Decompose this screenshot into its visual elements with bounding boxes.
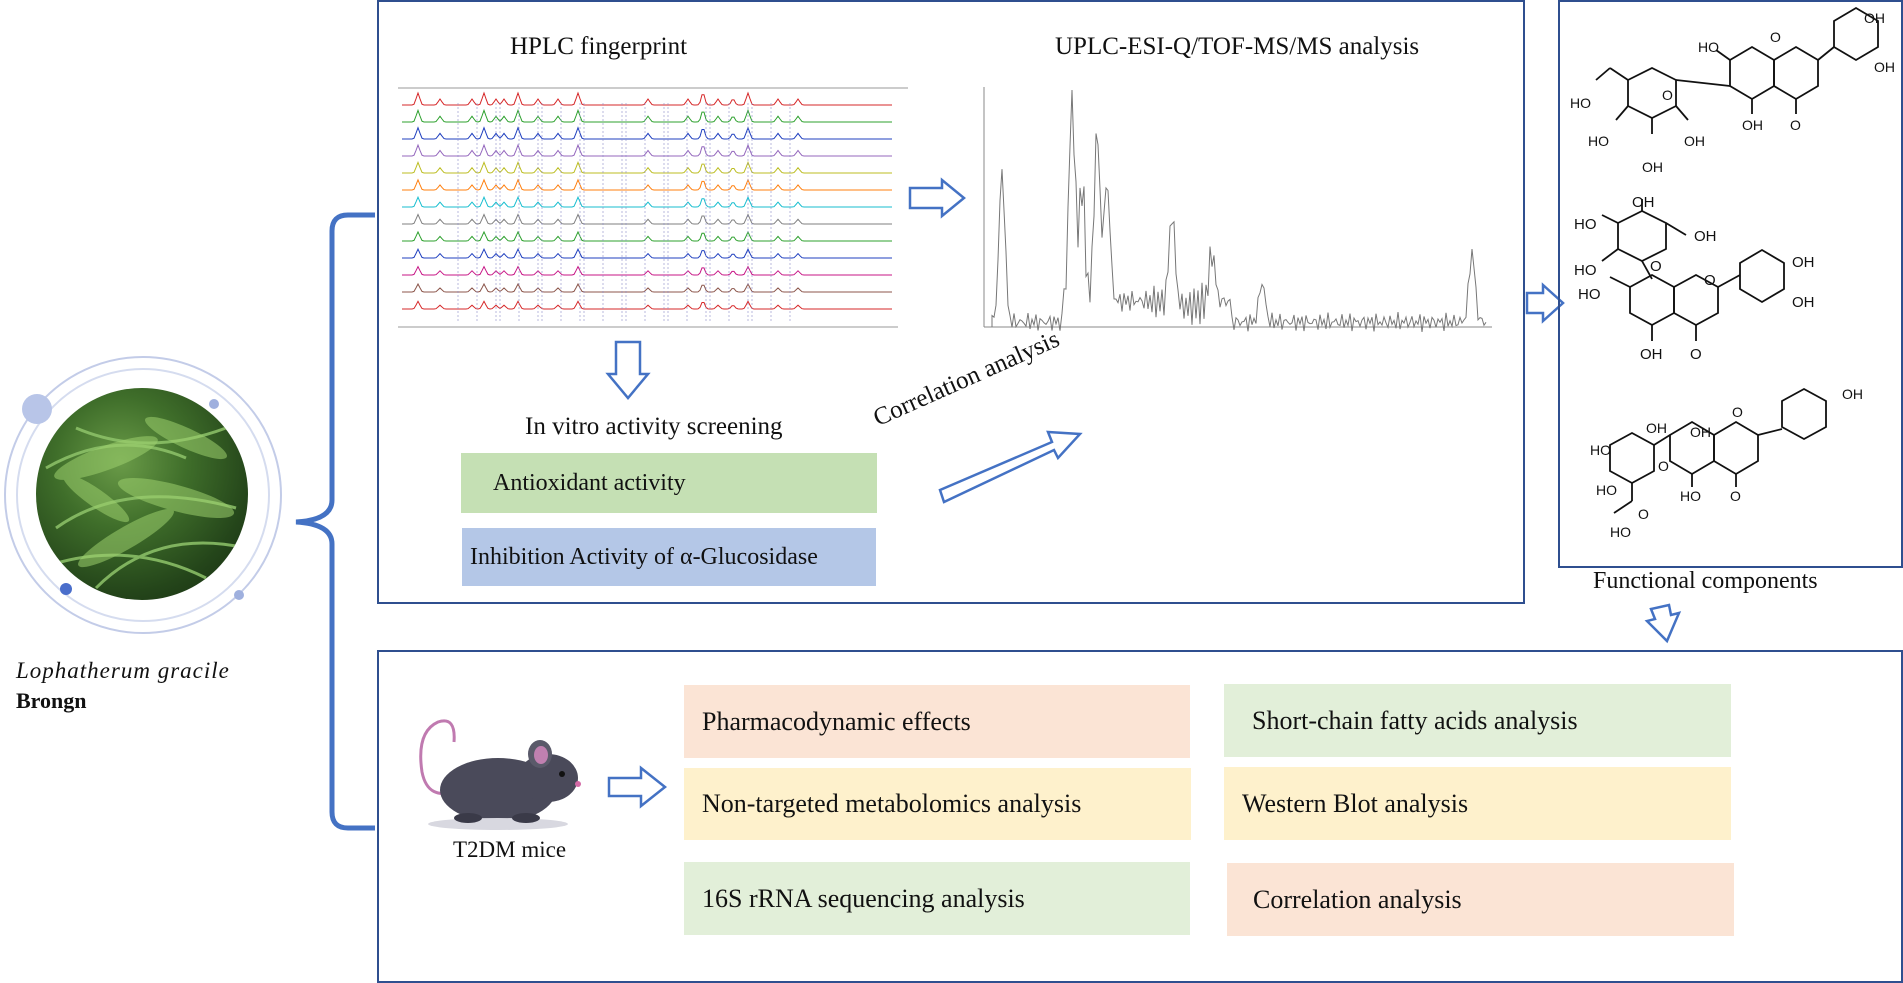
glucosidase-label: Inhibition Activity of α-Glucosidase — [470, 543, 818, 570]
s1-label-1: OH — [1874, 59, 1895, 75]
plant-name-italic: Lophatherum gracile — [16, 658, 230, 683]
analysis-pharmacodynamic: Pharmacodynamic effects — [684, 685, 1190, 758]
analysis-correlation: Correlation analysis — [1227, 863, 1734, 936]
s1-label-0: OH — [1864, 10, 1885, 26]
hplc-trace — [402, 282, 892, 293]
s3-label-5: O — [1732, 404, 1743, 420]
hplc-trace — [402, 108, 892, 123]
hplc-trace — [402, 91, 892, 106]
hplc-trace — [402, 195, 892, 208]
s2-label-10: O — [1690, 346, 1702, 363]
s3-label-8: O — [1730, 488, 1741, 504]
s1-label-9: O — [1790, 117, 1801, 133]
s3-label-2: HO — [1590, 442, 1611, 458]
s2-label-3: HO — [1574, 262, 1597, 279]
analysis-western-blot: Western Blot analysis — [1224, 767, 1731, 840]
screening-title: In vitro activity screening — [525, 413, 783, 440]
analysis-western-blot-label: Western Blot analysis — [1242, 788, 1469, 818]
analysis-16s-rrna-label: 16S rRNA sequencing analysis — [702, 883, 1025, 913]
s2-label-4: O — [1650, 258, 1662, 275]
functional-components-label: Functional components — [1593, 568, 1818, 594]
arrow-to-mice-study — [1644, 603, 1682, 644]
mouse-icon — [419, 719, 581, 830]
analysis-metabolomics-label: Non-targeted metabolomics analysis — [702, 789, 1082, 818]
s2-label-0: OH — [1632, 194, 1655, 211]
s2-label-2: OH — [1694, 228, 1717, 245]
chemical-structure-1: OH OH HO HO HO OH OH OH O O O — [1570, 6, 1895, 175]
analysis-pharmacodynamic-label: Pharmacodynamic effects — [702, 706, 971, 736]
arrow-hplc-to-uplc — [908, 177, 966, 219]
chemical-structure-2: OH HO OH HO O OH OH HO O OH O — [1574, 194, 1815, 363]
s2-label-8: O — [1704, 272, 1716, 289]
chemical-structure-3: OH OH HO HO O O HO OH O HO O — [1590, 386, 1863, 540]
correlation-arrow — [938, 430, 1083, 504]
s3-label-9: HO — [1610, 524, 1631, 540]
hplc-trace — [402, 161, 892, 174]
hplc-trace — [402, 265, 892, 276]
s1-label-8: O — [1770, 29, 1781, 45]
arrow-hplc-to-screening — [605, 340, 651, 400]
antioxidant-box: Antioxidant activity — [461, 453, 877, 513]
s3-label-3: HO — [1596, 482, 1617, 498]
plant-photo — [36, 388, 248, 600]
hplc-trace — [402, 300, 892, 310]
s1-label-5: OH — [1684, 133, 1705, 149]
plant-name-author: Brongn — [16, 688, 87, 713]
arrow-mice-to-analyses — [607, 765, 668, 809]
hplc-trace — [402, 230, 892, 242]
arrow-to-components — [1525, 282, 1565, 324]
s2-label-5: OH — [1792, 254, 1815, 271]
hplc-trace — [402, 248, 892, 259]
components-panel — [1558, 0, 1903, 568]
s3-label-7: OH — [1690, 424, 1711, 440]
uplc-title: UPLC-ESI-Q/TOF-MS/MS analysis — [1055, 33, 1420, 60]
s1-label-10: O — [1662, 87, 1673, 103]
analysis-metabolomics: Non-targeted metabolomics analysis — [684, 768, 1191, 840]
s1-label-6: OH — [1642, 159, 1663, 175]
chromatogram-hplc — [398, 87, 908, 328]
chromatogram-uplc — [983, 87, 1492, 332]
hplc-trace — [402, 213, 892, 225]
s2-label-1: HO — [1574, 216, 1597, 233]
mice-study-panel — [377, 650, 1903, 983]
glucosidase-box: Inhibition Activity of α-Glucosidase — [462, 528, 876, 586]
s2-label-9: OH — [1640, 346, 1663, 363]
mice-label: T2DM mice — [453, 837, 567, 862]
s1-label-3: HO — [1570, 95, 1591, 111]
s1-label-4: HO — [1588, 133, 1609, 149]
s3-label-10: O — [1638, 506, 1649, 522]
analysis-scfa: Short-chain fatty acids analysis — [1224, 684, 1731, 757]
s2-label-6: OH — [1792, 294, 1815, 311]
antioxidant-label: Antioxidant activity — [493, 469, 686, 496]
analysis-correlation-label: Correlation analysis — [1253, 884, 1462, 914]
screening-panel — [377, 0, 1525, 604]
s2-label-7: HO — [1578, 286, 1601, 303]
s3-label-6: HO — [1680, 488, 1701, 504]
s3-label-4: O — [1658, 458, 1669, 474]
analysis-scfa-label: Short-chain fatty acids analysis — [1252, 705, 1578, 735]
s1-label-7: OH — [1742, 117, 1763, 133]
s1-label-2: HO — [1698, 39, 1719, 55]
hplc-trace — [402, 143, 892, 157]
analysis-16s-rrna: 16S rRNA sequencing analysis — [684, 862, 1190, 935]
s3-label-1: OH — [1646, 420, 1667, 436]
s3-label-0: OH — [1842, 386, 1863, 402]
hplc-title: HPLC fingerprint — [510, 33, 688, 60]
hplc-trace — [402, 126, 892, 140]
plant-emblem — [0, 355, 290, 645]
hplc-trace — [402, 178, 892, 191]
